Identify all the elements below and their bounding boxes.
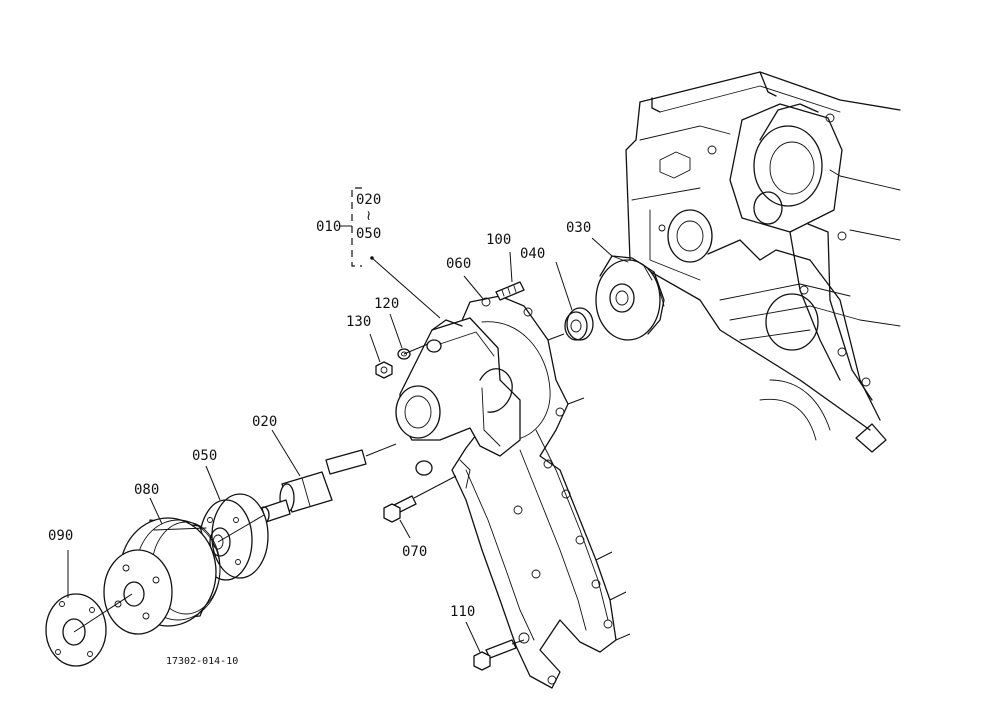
flange-050 xyxy=(199,465,269,581)
axis-line-mid xyxy=(217,514,265,543)
callout-070: 070 xyxy=(402,544,427,560)
engine-block xyxy=(625,71,901,453)
shaft-bearing-020 xyxy=(258,429,397,524)
callout-010: 010 xyxy=(316,219,341,235)
callout-020: 020 xyxy=(252,414,277,430)
pulley-080 xyxy=(103,497,221,635)
callout-050-top: 050 xyxy=(356,226,381,242)
stud-axis-line xyxy=(403,343,429,355)
plate-090 xyxy=(45,550,107,667)
callout-090: 090 xyxy=(48,528,73,544)
stud-100 xyxy=(495,251,525,301)
seal-040 xyxy=(555,261,594,341)
callout-110: 110 xyxy=(450,604,475,620)
callout-040: 040 xyxy=(520,246,545,262)
axis-line-front xyxy=(73,593,133,633)
callout-range-separator: ≀ xyxy=(366,208,371,224)
callout-030: 030 xyxy=(566,220,591,236)
assembly-bracket xyxy=(340,187,441,319)
callout-100: 100 xyxy=(486,232,511,248)
bolt-070 xyxy=(383,475,457,539)
figure-reference-code: 17302-014-10 xyxy=(166,656,238,667)
callout-050: 050 xyxy=(192,448,217,464)
callout-020-top: 020 xyxy=(356,192,381,208)
callout-130: 130 xyxy=(346,314,371,330)
gasket-060-leader xyxy=(463,275,485,301)
water-pump-housing xyxy=(395,295,631,689)
callout-120: 120 xyxy=(374,296,399,312)
callout-080: 080 xyxy=(134,482,159,498)
nut-130 xyxy=(369,333,393,379)
callout-060: 060 xyxy=(446,256,471,272)
bolt-110 xyxy=(465,621,525,671)
impeller-030 xyxy=(591,237,665,341)
